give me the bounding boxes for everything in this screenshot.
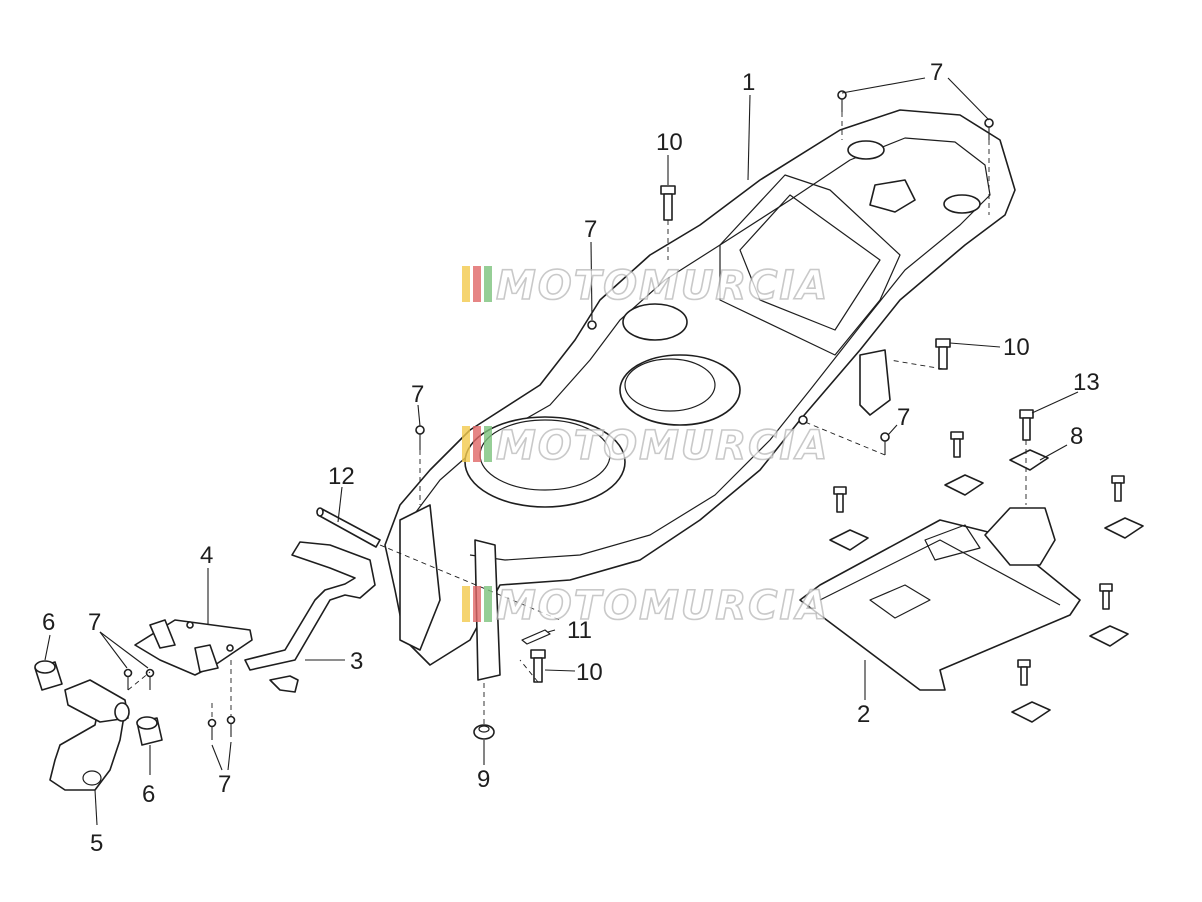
- watermark-stripe: [484, 266, 492, 302]
- watermark-text: MOTOMURCIA: [496, 423, 829, 469]
- part-5-linkage-arm: [49, 679, 130, 791]
- watermark-top: MOTOMURCIA: [462, 262, 829, 310]
- part-6-bushing-right: [136, 716, 163, 746]
- callout-10-top: 10: [656, 129, 683, 156]
- screw-7-left-a: [123, 668, 133, 690]
- watermark-stripe: [484, 586, 492, 622]
- callout-8: 8: [1070, 423, 1083, 450]
- callout-7-small-a: 7: [88, 609, 101, 636]
- callout-7-left: 7: [411, 381, 424, 408]
- screw-7-top-right: [984, 118, 994, 140]
- callout-11: 11: [567, 617, 592, 644]
- bolt-10-bottom: [530, 649, 546, 683]
- callout-2: 2: [857, 701, 870, 728]
- callout-7-mid: 7: [584, 216, 597, 243]
- part-10-bolts: [530, 185, 1125, 686]
- callout-7-top: 7: [930, 59, 943, 86]
- callout-5: 5: [90, 830, 103, 857]
- part-13-bolt: [1019, 409, 1034, 441]
- callout-12: 12: [328, 463, 355, 490]
- bolt-10-top: [660, 185, 676, 221]
- screw-7-mid: [415, 425, 425, 450]
- watermark-stripe: [462, 426, 470, 462]
- screw-7-right: [880, 432, 890, 455]
- watermark-stripe: [462, 586, 470, 622]
- watermark-text: MOTOMURCIA: [496, 263, 829, 309]
- screw-7-left-b: [145, 668, 155, 690]
- callout-6-left: 6: [42, 609, 55, 636]
- part-2-cover-panel: [799, 507, 1081, 691]
- part-4-bracket: [134, 619, 253, 676]
- watermark-text: MOTOMURCIA: [496, 583, 829, 629]
- callout-9: 9: [477, 766, 490, 793]
- assembly-lines: [127, 112, 1027, 724]
- part-1-underseat-compartment: [384, 109, 1016, 681]
- part-9-grommet: [473, 724, 495, 740]
- callout-labels: 1 7 10 7 10 13 7 7 8 12 4 11 6 7 3 10 2 …: [42, 59, 1100, 857]
- callout-leaders: [44, 77, 1079, 826]
- watermark-middle: MOTOMURCIA: [462, 422, 829, 470]
- watermark-stripe: [473, 426, 481, 462]
- watermark-stripe: [484, 426, 492, 462]
- watermark-stripe: [473, 266, 481, 302]
- part-6-bushing-left: [34, 660, 63, 691]
- screw-7-low-a: [207, 718, 217, 740]
- watermark-stripe: [473, 586, 481, 622]
- callout-4: 4: [200, 542, 213, 569]
- callout-10-right: 10: [1003, 334, 1030, 361]
- watermark-bottom: MOTOMURCIA: [462, 582, 829, 630]
- callout-6-right: 6: [142, 781, 155, 808]
- callout-7-right: 7: [897, 404, 910, 431]
- screw-7-low-b: [226, 715, 236, 737]
- bolt-10-right: [935, 338, 951, 370]
- part-8-speed-nuts: [829, 449, 1144, 723]
- callout-7-small-b: 7: [218, 771, 231, 798]
- callout-1: 1: [742, 69, 755, 96]
- part-7-screws: [123, 90, 994, 740]
- part-3-bent-rod: [244, 541, 376, 693]
- part-11-pin: [521, 629, 551, 645]
- callout-10-bottom: 10: [576, 659, 603, 686]
- watermark-stripe: [462, 266, 470, 302]
- screw-7-top-left: [837, 90, 847, 112]
- part-12-pin-rod: [316, 507, 381, 548]
- callout-13: 13: [1073, 369, 1100, 396]
- callout-3: 3: [350, 648, 363, 675]
